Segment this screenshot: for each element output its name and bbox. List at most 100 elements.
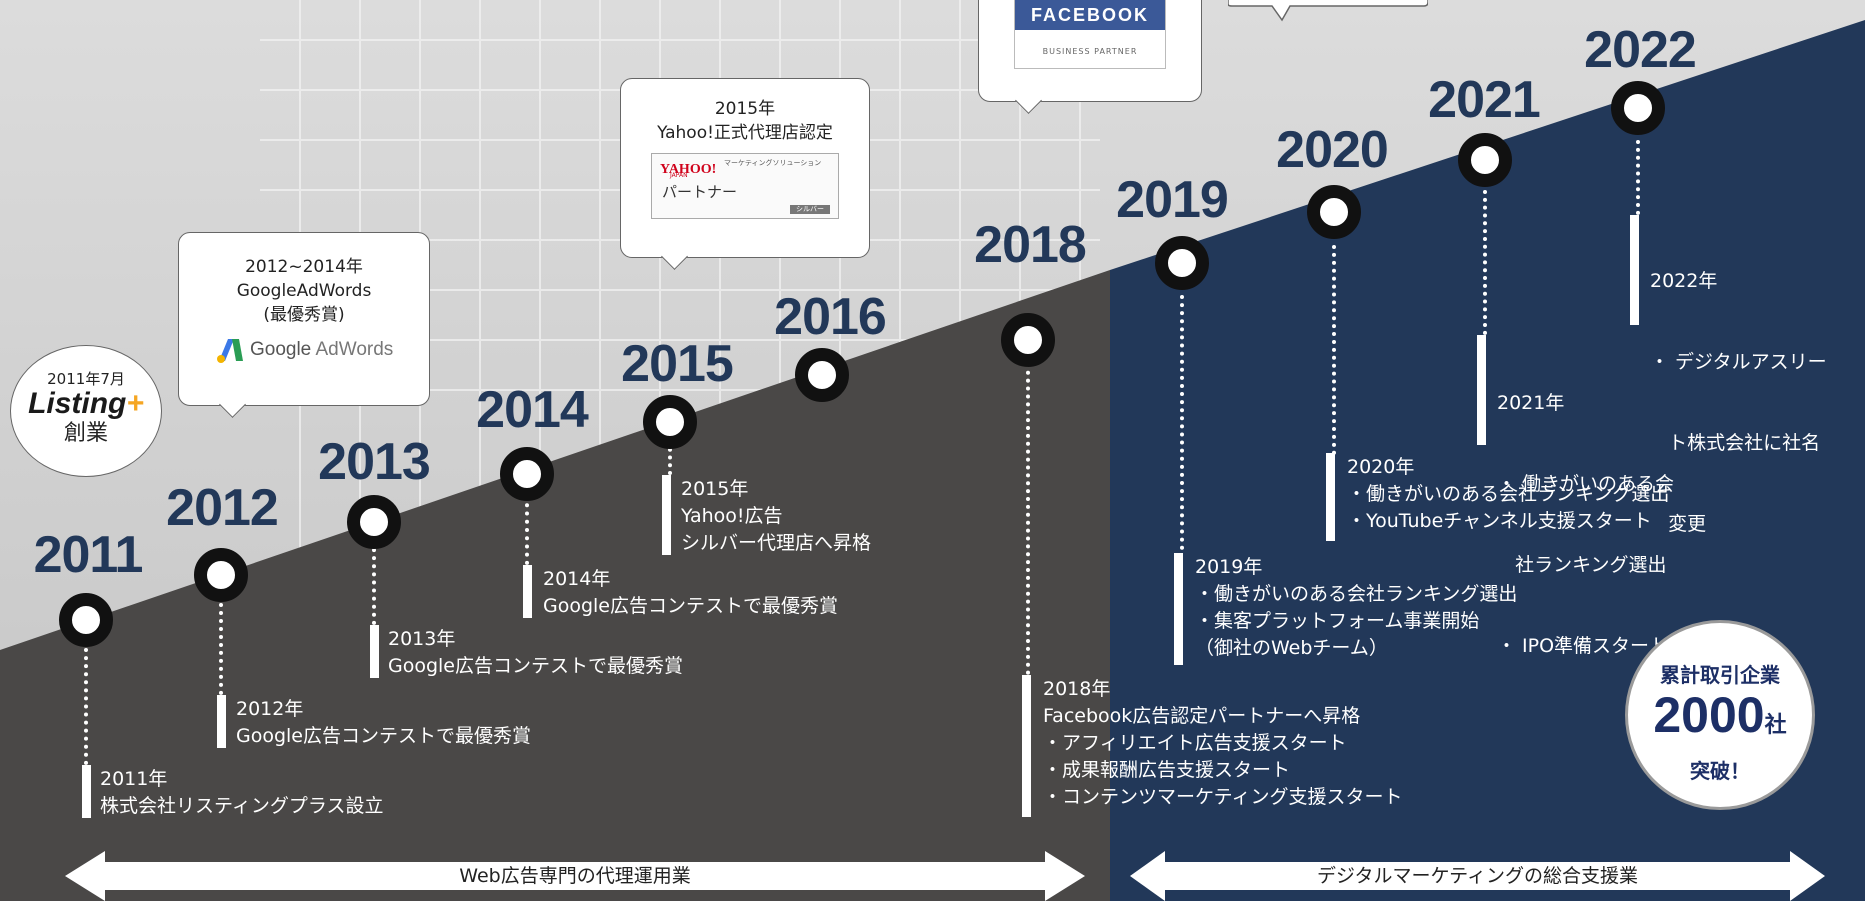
badge-unit: 社 [1764,712,1787,737]
badge-number: 2000 [1653,687,1765,743]
event-bar-2022 [1630,215,1639,325]
arrow-label-digital-marketing: デジタルマーケティングの総合支援業 [1316,865,1639,887]
year-label-2015: 2015 [621,335,734,393]
event-bar-2012 [217,695,226,748]
event-text-2022: 2022年 ・ デジタルアスリー ト株式会社に社名 変更 [1650,214,1827,565]
yahoo-title: Yahoo!正式代理店認定 [657,123,833,143]
yahoo-year: 2015年 [714,99,776,119]
event-line: ・ IPO準備スタート [1497,635,1669,657]
event-line: 2012年 [236,698,304,720]
event-line: ・ デジタルアスリー [1650,351,1827,373]
facebook-partner-card: FACEBOOK BUSINESS PARTNER [1014,0,1166,69]
connector-2018 [1026,355,1030,675]
event-text-2013: 2013年 Google広告コンテストで最優秀賞 [388,626,683,680]
event-line: Google広告コンテストで最優秀賞 [543,595,839,617]
connector-2020 [1332,245,1336,455]
year-label-2019: 2019 [1116,171,1229,229]
event-text-2019: 2019年 ・働きがいのある会社ランキング選出 ・集客プラットフォーム事業開始 … [1195,554,1517,662]
event-line: Yahoo!広告 [681,505,783,527]
timeline-dot-2020 [1307,185,1361,239]
event-line: ・YouTubeチャンネル支援スタート [1347,510,1652,532]
listing-plus-logo: Listing+ [11,389,161,419]
yahoo-partner-card: YAHOO! JAPAN マーケティングソリューション パートナー シルバー [651,153,839,219]
connector-2012 [219,595,223,695]
timeline-dot-2014 [500,447,554,501]
facebook-bubble: FACEBOOK BUSINESS PARTNER [978,0,1202,114]
event-text-2011: 2011年 株式会社リスティングプラス設立 [100,766,383,820]
event-line: 社ランキング選出 [1497,554,1667,576]
yahoo-rank: シルバー [790,205,830,214]
event-bar-2020 [1326,453,1335,541]
event-line: 株式会社リスティングプラス設立 [100,795,384,817]
arrow-label-web-ads: Web広告専門の代理運用業 [459,865,691,887]
yahoo-logo-sub: JAPAN [670,172,688,179]
event-line: （御社のWebチーム） [1195,637,1388,659]
year-label-2014: 2014 [476,381,589,439]
event-bar-2019 [1174,553,1183,665]
event-text-2018: 2018年 Facebook広告認定パートナーへ昇格 ・アフィリエイト広告支援ス… [1043,676,1402,811]
event-line: 2013年 [388,628,456,650]
event-line: 2015年 [681,478,749,500]
timeline-dot-2021 [1458,133,1512,187]
badge-line3: 突破！ [1690,759,1750,783]
timeline-dot-2011 [59,593,113,647]
timeline-dot-2012 [194,548,248,602]
timeline-dot-2013 [347,495,401,549]
event-text-2012: 2012年 Google広告コンテストで最優秀賞 [236,696,531,750]
event-bar-2014 [523,565,532,618]
partial-bubble [1228,0,1428,22]
google-adwords-bubble: 2012~2014年 GoogleAdWords (最優秀賞) Google A… [178,232,430,418]
google-logo-text: Google [249,339,312,361]
adwords-logo-text: AdWords [315,339,394,361]
event-line: ・集客プラットフォーム事業開始 [1195,610,1480,632]
event-line: ・ 働きがいのある会 [1497,473,1675,495]
left-arrow [65,851,1085,901]
listing-logo-text: Listing [28,387,127,420]
event-text-2021: 2021年 ・ 働きがいのある会 社ランキング選出 ・ IPO準備スタート [1497,336,1674,687]
event-line: ト株式会社に社名 [1650,432,1821,454]
connector-2021 [1483,190,1487,335]
year-label-2018: 2018 [974,216,1087,274]
badge-line1: 累計取引企業 [1660,663,1780,687]
google-award: (最優秀賞) [263,305,345,325]
connector-2013 [372,540,376,625]
event-bar-2015 [662,475,671,555]
facebook-sub: BUSINESS PARTNER [1042,47,1138,56]
event-line: 2022年 [1650,270,1718,292]
event-line: 2020年 [1347,456,1415,478]
founding-text: 創業 [63,421,108,446]
event-line: ・アフィリエイト広告支援スタート [1043,732,1347,754]
event-line: 2018年 [1043,678,1111,700]
event-line: 2014年 [543,568,611,590]
event-line: Google広告コンテストで最優秀賞 [388,655,684,677]
event-line: 変更 [1650,513,1707,535]
year-label-2020: 2020 [1276,121,1389,179]
google-name: GoogleAdWords [236,281,372,301]
event-bar-2013 [370,625,379,678]
yahoo-bubble: 2015年 Yahoo!正式代理店認定 YAHOO! JAPAN マーケティング… [620,78,870,270]
year-label-2012: 2012 [166,479,279,537]
connector-2019 [1180,295,1184,550]
year-label-2022: 2022 [1584,21,1697,79]
event-line: Facebook広告認定パートナーへ昇格 [1043,705,1361,727]
year-label-2013: 2013 [318,433,431,491]
cumulative-clients-badge: 累計取引企業 2000社 突破！ [1625,620,1815,810]
yahoo-partner-label: パートナー [662,183,738,201]
event-line: 2011年 [100,768,168,790]
event-line: シルバー代理店へ昇格 [681,532,872,554]
connector-2014 [525,495,529,565]
event-line: 2021年 [1497,392,1565,414]
timeline-dot-2015 [643,395,697,449]
founding-date: 2011年7月 [47,370,125,388]
badge-number-row: 2000社 [1628,688,1812,755]
event-bar-2021 [1477,335,1486,445]
adwords-icon [216,339,243,363]
bubble-tail [11,449,25,463]
event-line: ・コンテンツマーケティング支援スタート [1043,786,1403,808]
event-text-2020: 2020年 ・働きがいのある会社ランキング選出 ・YouTubeチャンネル支援ス… [1347,454,1669,535]
event-line: 2019年 [1195,556,1263,578]
event-line: ・成果報酬広告支援スタート [1043,759,1291,781]
event-text-2014: 2014年 Google広告コンテストで最優秀賞 [543,566,838,620]
year-label-2021: 2021 [1428,71,1541,129]
year-label-2011: 2011 [33,526,144,584]
